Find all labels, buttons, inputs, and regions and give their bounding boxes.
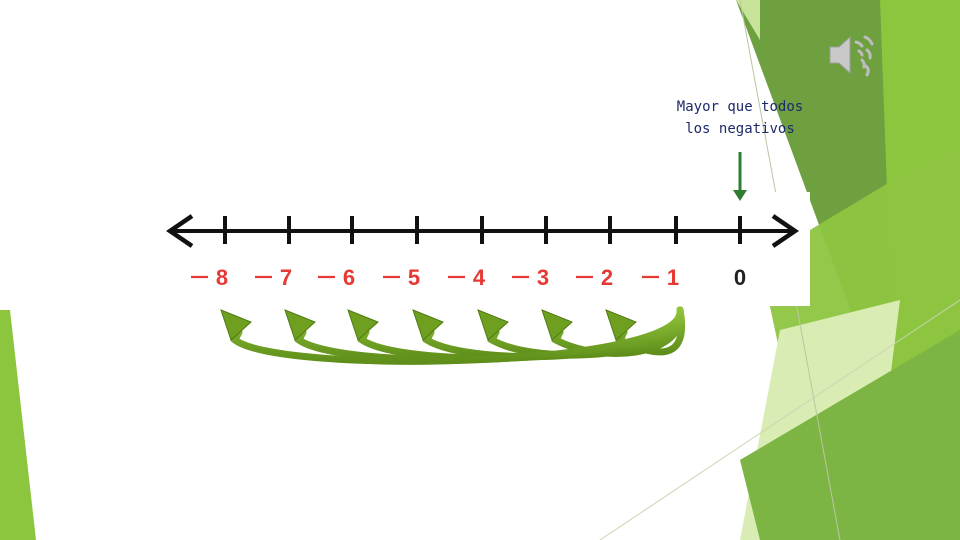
indicator-arrow (733, 152, 747, 201)
jump-arrow-head (606, 310, 636, 340)
number-label: 0 (734, 265, 746, 290)
number-label: 3 (512, 265, 549, 290)
number-label: 4 (448, 265, 486, 290)
jump-arrow-head (542, 310, 572, 340)
number-label: 5 (383, 265, 420, 290)
jump-arrow-head (285, 310, 315, 340)
number-label: 7 (255, 265, 292, 290)
number-digit: 8 (216, 265, 228, 290)
number-digit: 3 (537, 265, 549, 290)
jump-arrows (221, 310, 682, 361)
number-digit: 5 (408, 265, 420, 290)
number-label: 1 (642, 265, 679, 290)
number-digit: 4 (473, 265, 486, 290)
jump-arrow-head (413, 310, 443, 340)
number-digit: 0 (734, 265, 746, 290)
jump-arrow-head (478, 310, 508, 340)
jump-arrow-head (221, 310, 251, 340)
number-digit: 1 (667, 265, 679, 290)
number-digit: 6 (343, 265, 355, 290)
number-digit: 7 (280, 265, 292, 290)
number-digit: 2 (601, 265, 613, 290)
number-label: 8 (191, 265, 228, 290)
number-line-labels: 8 7 6 5 4 3 2 1 0 (191, 265, 746, 290)
number-label: 6 (318, 265, 355, 290)
jump-arrow-head (348, 310, 378, 340)
number-label: 2 (576, 265, 613, 290)
